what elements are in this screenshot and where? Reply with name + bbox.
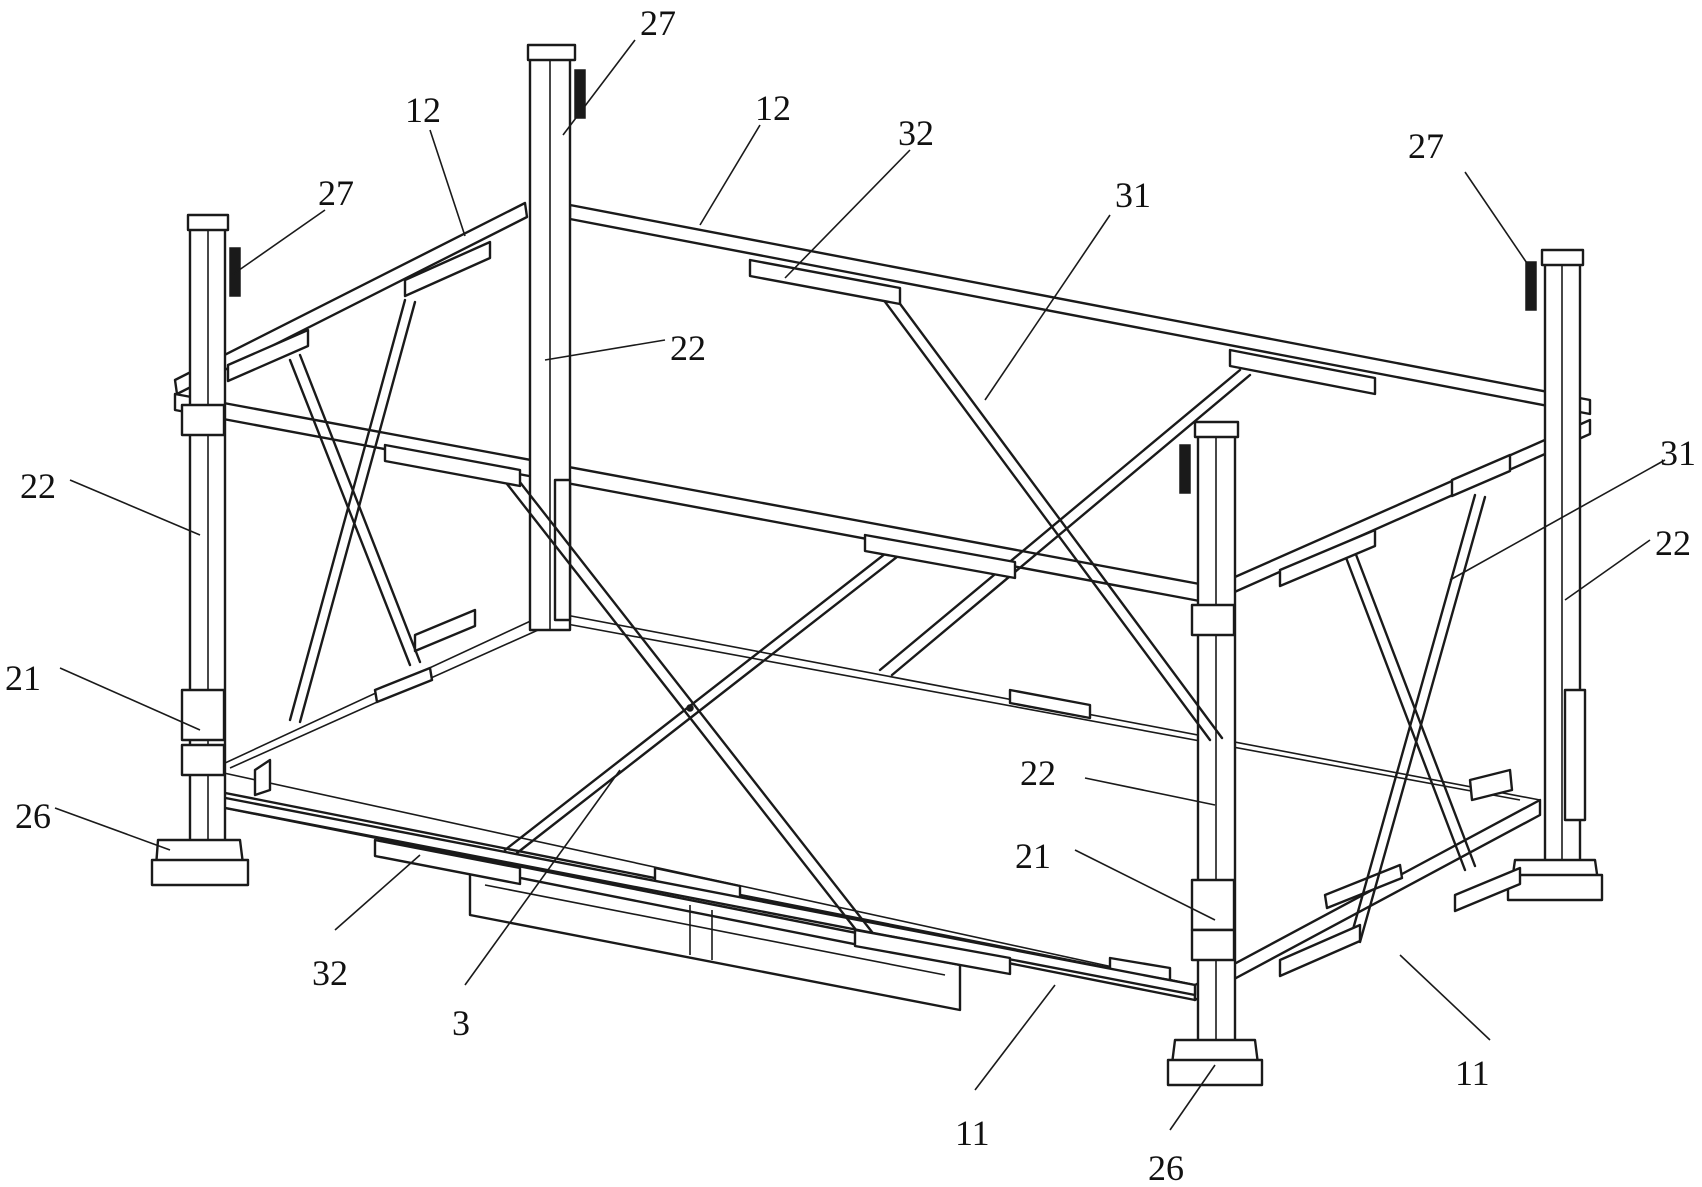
label-22-center: 22 bbox=[670, 328, 706, 368]
label-26-left: 26 bbox=[15, 796, 51, 836]
label-27-center: 27 bbox=[640, 3, 676, 43]
label-27-right: 27 bbox=[1408, 126, 1444, 166]
post-back-center bbox=[526, 43, 586, 632]
label-22-left: 22 bbox=[20, 466, 56, 506]
corner-posts bbox=[180, 43, 1587, 1062]
post-right bbox=[1525, 248, 1587, 872]
label-26-bottom: 26 bbox=[1148, 1148, 1184, 1187]
leader-lines bbox=[54, 39, 1666, 1131]
label-11-bottom: 11 bbox=[955, 1113, 990, 1153]
label-3-bottom: 3 bbox=[452, 1003, 470, 1043]
label-12-left: 12 bbox=[405, 90, 441, 130]
label-21-left: 21 bbox=[5, 658, 41, 698]
label-22-front: 22 bbox=[1020, 753, 1056, 793]
post-front bbox=[1179, 420, 1240, 1062]
label-11-right: 11 bbox=[1455, 1053, 1490, 1093]
label-32-bottom: 32 bbox=[312, 953, 348, 993]
label-12-mid: 12 bbox=[755, 88, 791, 128]
post-left bbox=[180, 213, 241, 862]
label-21-front: 21 bbox=[1015, 836, 1051, 876]
label-32-top: 32 bbox=[898, 113, 934, 153]
reference-labels: 27 12 12 32 27 31 27 22 22 31 22 21 22 2… bbox=[5, 3, 1696, 1187]
diagonal-braces bbox=[288, 291, 1487, 944]
label-31-right: 31 bbox=[1660, 433, 1696, 473]
label-22-right: 22 bbox=[1655, 523, 1691, 563]
label-27-left: 27 bbox=[318, 173, 354, 213]
label-31-top: 31 bbox=[1115, 175, 1151, 215]
brackets bbox=[226, 240, 1522, 978]
feet bbox=[150, 838, 1604, 1087]
